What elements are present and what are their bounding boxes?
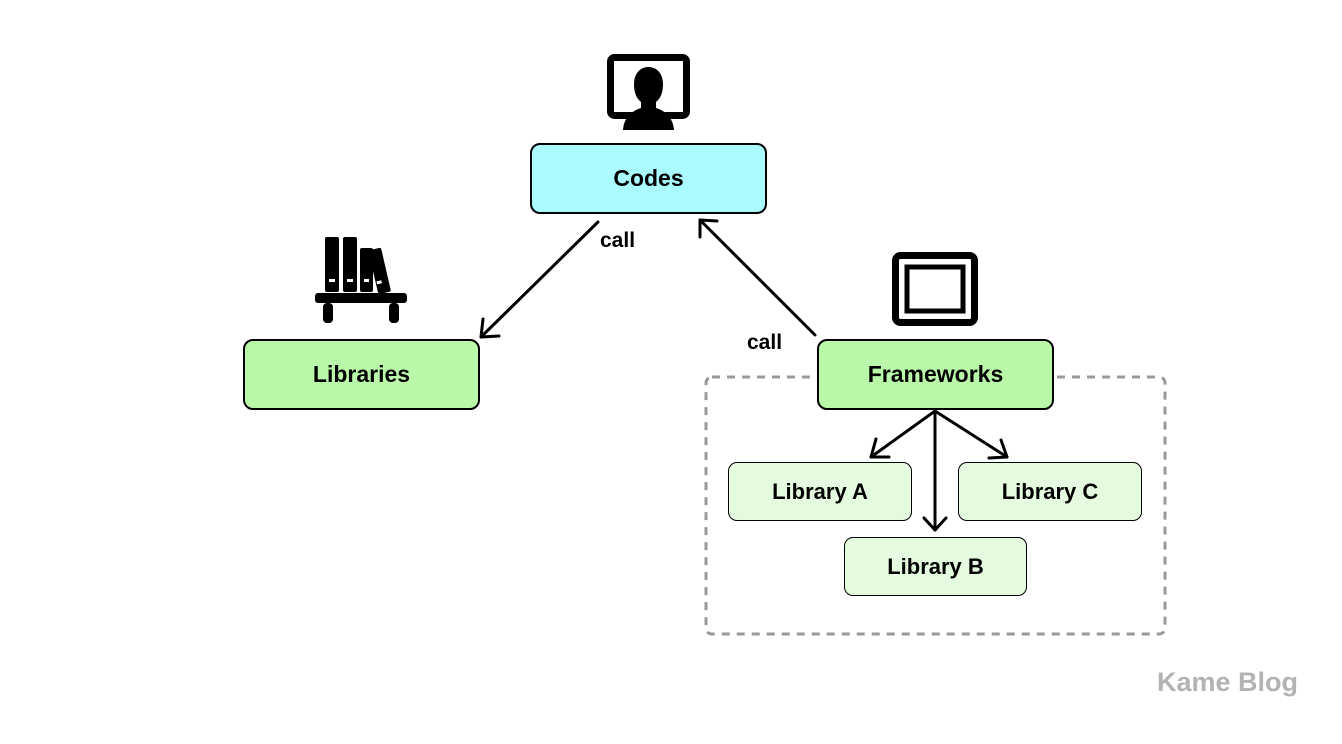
frameworks-node: Frameworks bbox=[817, 339, 1054, 410]
library-b-node: Library B bbox=[844, 537, 1027, 596]
libraries-label: Libraries bbox=[312, 361, 411, 387]
codes-label: Codes bbox=[613, 165, 684, 191]
framework-group-boundary bbox=[704, 375, 1167, 636]
library-a-node: Library A bbox=[728, 462, 912, 521]
call-label-codes-to-libraries: call bbox=[600, 229, 636, 252]
arrow-frameworks-to-library-a bbox=[869, 409, 937, 459]
arrow-frameworks-to-codes bbox=[698, 218, 817, 337]
library-b-label: Library B bbox=[887, 553, 984, 579]
bookshelf-icon bbox=[315, 237, 407, 323]
developer-at-monitor-icon bbox=[607, 54, 690, 130]
library-c-node: Library C bbox=[958, 462, 1142, 521]
arrow-frameworks-to-library-b bbox=[922, 409, 948, 532]
codes-node: Codes bbox=[530, 143, 767, 214]
arrow-frameworks-to-library-c bbox=[933, 409, 1009, 460]
library-a-label: Library A bbox=[772, 478, 868, 504]
library-c-label: Library C bbox=[1001, 478, 1099, 504]
frameworks-label: Frameworks bbox=[867, 361, 1004, 387]
arrow-codes-to-libraries bbox=[479, 220, 600, 339]
call-label-frameworks-to-codes: call bbox=[747, 331, 783, 354]
libraries-node: Libraries bbox=[243, 339, 480, 410]
frame-icon bbox=[892, 252, 978, 326]
watermark: Kame Blog bbox=[1156, 667, 1298, 697]
